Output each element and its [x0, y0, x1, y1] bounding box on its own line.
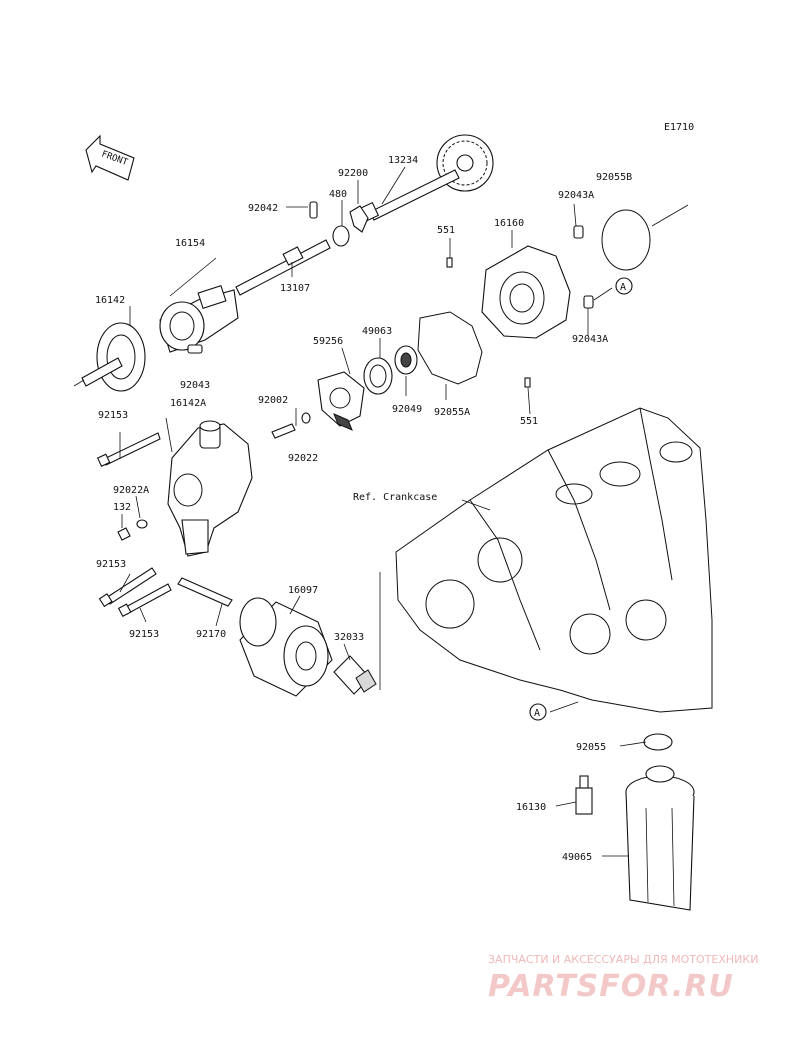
label-92043a-top: 92043A: [558, 190, 594, 201]
oil-filter-part: [239, 597, 333, 697]
svg-text:A: A: [620, 282, 626, 293]
label-92055a: 92055A: [434, 407, 470, 418]
plug-132-part: [117, 527, 131, 541]
label-92153-middle: 92153: [96, 559, 126, 570]
label-92200: 92200: [338, 168, 368, 179]
pin-551-bottom-part: [524, 377, 531, 388]
o-ring-92055-part: [643, 733, 673, 751]
label-16097: 16097: [288, 585, 318, 596]
drive-pin-part: [332, 205, 369, 247]
label-16154: 16154: [175, 238, 205, 249]
label-92055: 92055: [576, 742, 606, 753]
label-16160: 16160: [494, 218, 524, 229]
label-92022: 92022: [288, 453, 318, 464]
impeller-washer-part: [301, 412, 311, 424]
label-92002: 92002: [258, 395, 288, 406]
diagram-code: E1710: [664, 122, 694, 133]
pump-rotor-part: [73, 322, 146, 392]
label-13107: 13107: [280, 283, 310, 294]
pin-551-top-part: [446, 257, 453, 268]
rotor-housing-part: [159, 284, 239, 354]
callout-a-right: A: [615, 277, 633, 295]
pump-shaft-part: [235, 239, 331, 296]
watermark-brand: PARTSFOR.RU: [488, 969, 734, 1004]
label-49065: 49065: [562, 852, 592, 863]
label-92022a: 92022A: [113, 485, 149, 496]
oil-strainer-part: [625, 765, 695, 911]
svg-text:A: A: [534, 708, 540, 719]
o-ring-92055b-part: [601, 209, 651, 271]
label-92049: 92049: [392, 404, 422, 415]
mechanical-seal-part: [363, 357, 393, 395]
dowel-pin-part: [309, 201, 318, 219]
watermark-tagline: ЗАПЧАСТИ И АКСЕССУАРЫ ДЛЯ МОТОТЕХНИКИ: [488, 953, 758, 966]
filter-fitting-part: [333, 655, 377, 695]
label-92153-lower: 92153: [129, 629, 159, 640]
label-59256: 59256: [313, 336, 343, 347]
relief-valve-part: [575, 775, 593, 815]
label-92055b: 92055B: [596, 172, 632, 183]
bolt-92153-middle: [98, 567, 157, 608]
label-92043: 92043: [180, 380, 210, 391]
pin-92043a-top-part: [573, 225, 584, 239]
washer-92022a-part: [136, 519, 148, 529]
label-49063: 49063: [362, 326, 392, 337]
leader-lines: [119, 166, 647, 857]
label-551-bottom: 551: [520, 416, 538, 427]
label-92043a-bottom: 92043A: [572, 334, 608, 345]
label-32033: 32033: [334, 632, 364, 643]
label-16142: 16142: [95, 295, 125, 306]
label-ref-crankcase: Ref. Crankcase: [353, 492, 437, 503]
label-13234: 13234: [388, 155, 418, 166]
label-92042: 92042: [248, 203, 278, 214]
o-ring-92055a-part: [417, 311, 483, 385]
water-pump-body-part: [167, 420, 253, 557]
callout-a-bottom: A: [529, 703, 547, 721]
label-16142a: 16142A: [170, 398, 206, 409]
crankcase-outline: [395, 407, 713, 713]
bolt-92153-upper: [96, 432, 161, 467]
front-arrow-icon: FRONT: [85, 134, 135, 181]
label-92153-upper: 92153: [98, 410, 128, 421]
label-480: 480: [329, 189, 347, 200]
oil-pump-gear-shaft: [358, 134, 494, 223]
clamp-92170-part: [177, 577, 233, 607]
label-16130: 16130: [516, 802, 546, 813]
impeller-part: [317, 371, 365, 431]
label-551-top: 551: [437, 225, 455, 236]
pin-92043a-bottom-part: [583, 295, 594, 309]
pump-cover-part: [481, 245, 571, 339]
bolt-92153-lower: [117, 583, 172, 618]
label-132: 132: [113, 502, 131, 513]
oil-seal-part: [394, 345, 418, 375]
label-92170: 92170: [196, 629, 226, 640]
impeller-bolt-part: [271, 423, 296, 439]
